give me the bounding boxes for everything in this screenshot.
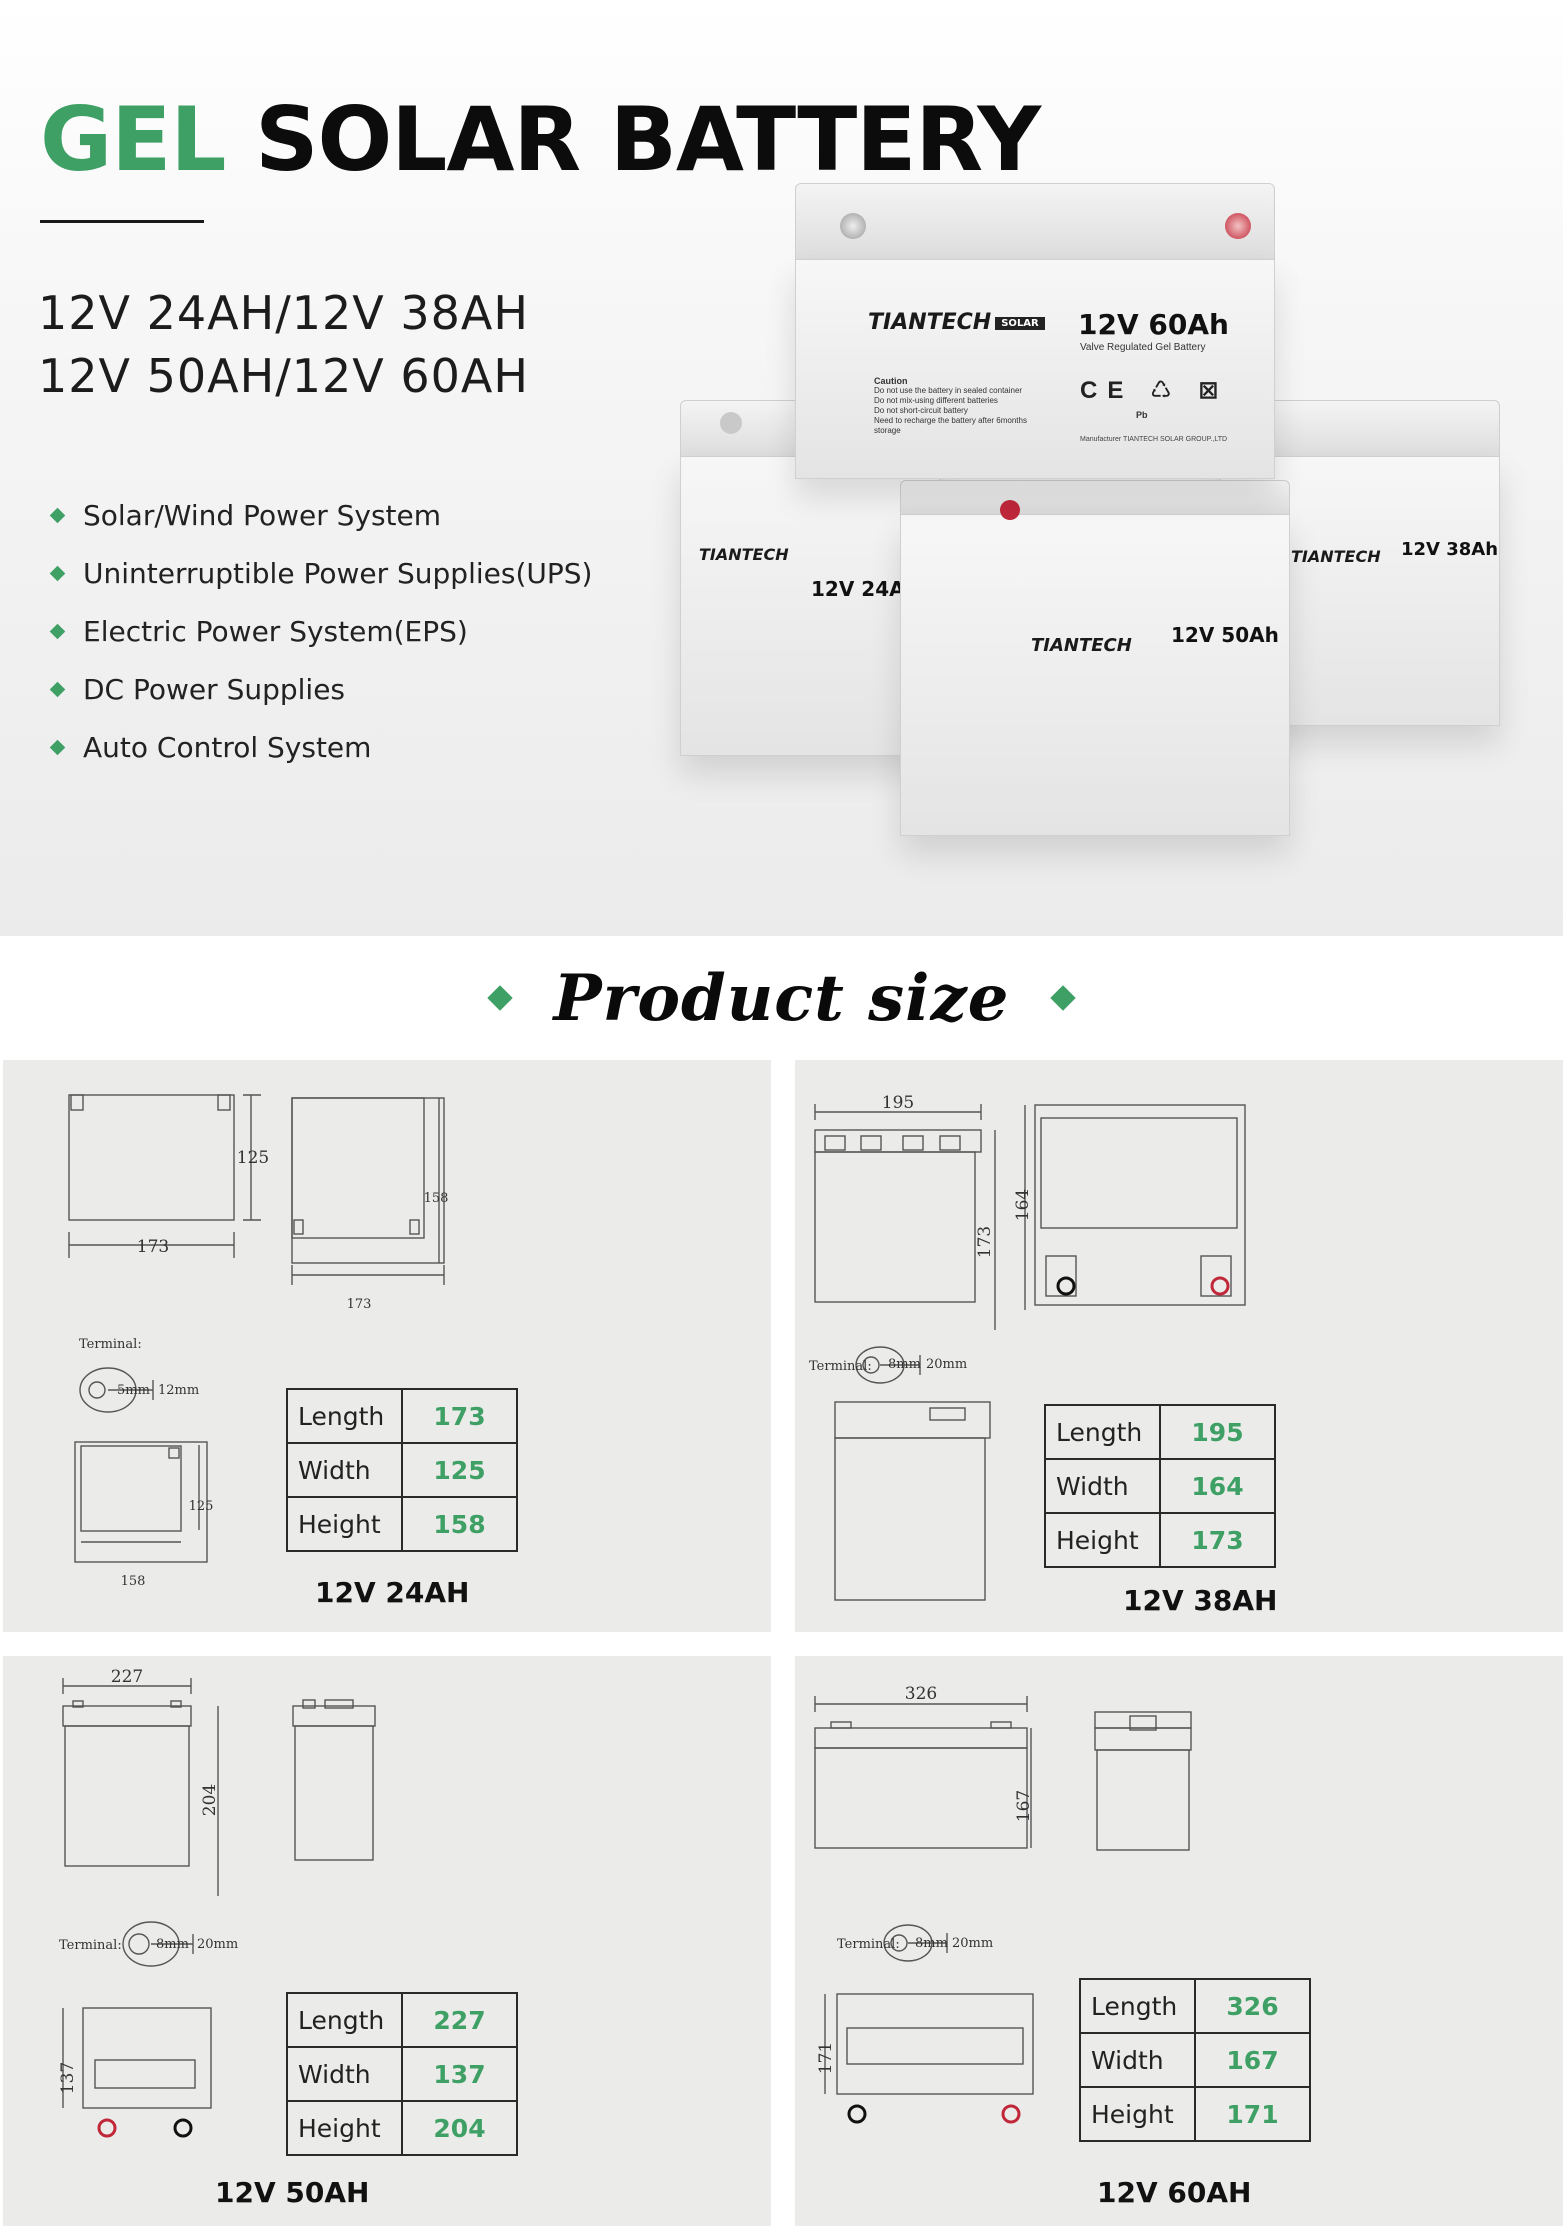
terminal-outer-size: 20mm [926,1357,967,1372]
models-line-1: 12V 24AH/12V 38AH [38,286,529,340]
terminal-inner-size: 8mm [888,1357,921,1372]
dim-length: 326 [905,1684,937,1704]
application-item: Electric Power System(EPS) [46,602,592,660]
section-title: Product size [553,960,1010,1036]
dim-length: 173 [137,1237,169,1257]
panel-caption: 12V 50AH [215,2176,370,2209]
panel-caption: 12V 38AH [1123,1584,1278,1617]
terminal-label: Terminal: [79,1337,142,1352]
diamond-left-icon [487,985,514,1011]
diamond-bullet-icon [49,565,66,581]
dim-length: 227 [111,1667,143,1687]
dim-width: 167 [1014,1790,1034,1822]
spec-panel-24ah: 173 125 158 173 125 158 Terminal: 5mm 12… [3,1060,771,1632]
dim-height: 173 [975,1226,995,1258]
dim-width: 137 [58,2062,78,2094]
drawing-38ah: 195 173 164 Terminal: 8mm 20mm [809,1093,1246,1601]
terminal-outer-size: 12mm [158,1383,199,1398]
panel-caption: 12V 24AH [315,1576,470,1609]
dim-side-height: 158 [424,1191,449,1206]
dim-width: 164 [1013,1189,1033,1221]
product-size-header: Product size [0,936,1563,1060]
terminal-inner-size: 8mm [915,1936,948,1951]
drawing-60ah: 326 167 171 Terminal: 8mm 20mm [814,1684,1192,2124]
page-title: GEL SOLAR BATTERY [40,96,1041,184]
dim-height: 125 [237,1148,269,1168]
application-item: DC Power Supplies [46,660,592,718]
terminal-inner-size: 5mm [117,1383,150,1398]
dim-height: 171 [816,2042,836,2074]
hero-banner: GEL SOLAR BATTERY 12V 24AH/12V 38AH 12V … [0,0,1563,936]
diamond-bullet-icon [49,681,66,697]
dim-top-length: 158 [121,1574,146,1589]
terminal-label: Terminal: [809,1359,872,1374]
dim-height: 204 [200,1784,220,1816]
dim-top-width: 125 [189,1499,214,1514]
application-item: Uninterruptible Power Supplies(UPS) [46,544,592,602]
terminal-outer-size: 20mm [952,1936,993,1951]
drawing-24ah: 173 125 158 173 125 158 Terminal: 5mm 12… [68,1094,449,1589]
diamond-bullet-icon [49,507,66,523]
diamond-right-icon [1049,985,1076,1011]
drawing-50ah: 227 204 137 Terminal: 8mm 20mm [58,1667,376,2138]
application-item: Auto Control System [46,718,592,776]
panel-caption: 12V 60AH [1097,2176,1252,2209]
dim-side-length: 173 [347,1297,372,1312]
application-list: Solar/Wind Power System Uninterruptible … [46,486,592,776]
terminal-label: Terminal: [837,1937,900,1952]
terminal-label: Terminal: [59,1938,122,1953]
dim-length: 195 [882,1093,914,1113]
diamond-bullet-icon [49,623,66,639]
title-green-part: GEL [40,88,226,191]
application-item: Solar/Wind Power System [46,486,592,544]
title-black-part: SOLAR BATTERY [255,88,1041,191]
title-underline [40,220,204,223]
battery-50ah: TIANTECH 12V 50Ah [900,480,1290,840]
terminal-inner-size: 8mm [156,1937,189,1952]
diamond-bullet-icon [49,739,66,755]
models-line-2: 12V 50AH/12V 60AH [38,349,529,403]
terminal-outer-size: 20mm [197,1937,238,1952]
